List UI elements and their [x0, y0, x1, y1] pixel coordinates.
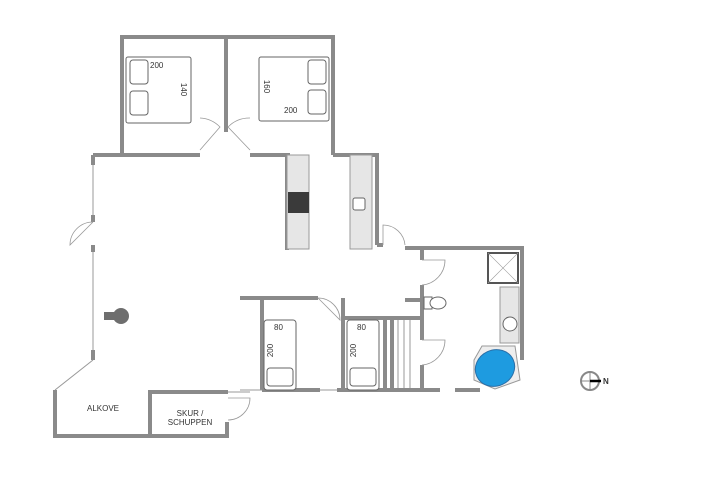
room-label-shed: SKUR / SCHUPPEN — [160, 409, 220, 427]
toilet-icon — [429, 296, 447, 310]
bed-width-label: 80 — [274, 323, 283, 332]
compass-icon — [580, 371, 601, 391]
stove-icon — [288, 192, 309, 213]
bed-bedroom-2 — [258, 56, 330, 122]
stairs — [397, 320, 411, 388]
bed-bedroom-3 — [263, 319, 297, 391]
room-label-alkove: ALKOVE — [86, 404, 119, 413]
room-label-shed-line1: SKUR / — [176, 409, 204, 418]
bed-width-label: 160 — [262, 79, 272, 94]
compass-north-label: N — [603, 377, 609, 386]
bed-length-label: 200 — [349, 343, 359, 358]
wood-stove-pipe — [104, 312, 117, 320]
bed-length-label: 200 — [150, 61, 164, 70]
room-label-shed-line2: SCHUPPEN — [167, 418, 213, 427]
kitchen-sink-icon — [352, 197, 366, 211]
bed-width-label: 140 — [179, 82, 189, 97]
bed-bedroom-1 — [125, 56, 192, 124]
windows — [54, 36, 337, 393]
washbasin-icon — [502, 316, 518, 332]
bed-length-label: 200 — [266, 343, 276, 358]
doors — [69, 117, 446, 421]
bath-counter — [499, 286, 520, 344]
bed-length-label: 200 — [284, 106, 298, 115]
bathtub-icon — [474, 349, 516, 387]
bed-bedroom-4 — [346, 319, 380, 391]
bed-width-label: 80 — [357, 323, 366, 332]
